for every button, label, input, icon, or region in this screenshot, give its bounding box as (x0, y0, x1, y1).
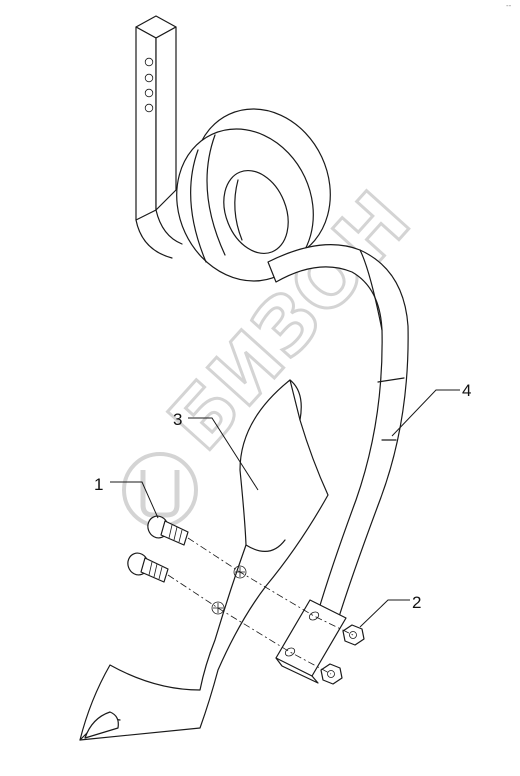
watermark-logo-icon (122, 452, 198, 528)
callout-2: 2 (359, 593, 421, 628)
callout-label-4: 4 (462, 381, 471, 400)
callout-label-3: 3 (173, 410, 182, 429)
callout-label-2: 2 (412, 593, 421, 612)
callout-1: 1 (94, 475, 159, 519)
carriage-bolt-icon (127, 515, 189, 583)
hex-nut-icon (320, 624, 365, 685)
callout-4: 4 (391, 381, 471, 437)
assembly-lines (167, 537, 354, 675)
callout-3: 3 (173, 410, 259, 491)
shovel-blade-icon (79, 379, 329, 741)
corner-mark: -- (506, 1, 512, 10)
callout-label-1: 1 (94, 475, 103, 494)
spring-tine-icon (135, 15, 409, 684)
